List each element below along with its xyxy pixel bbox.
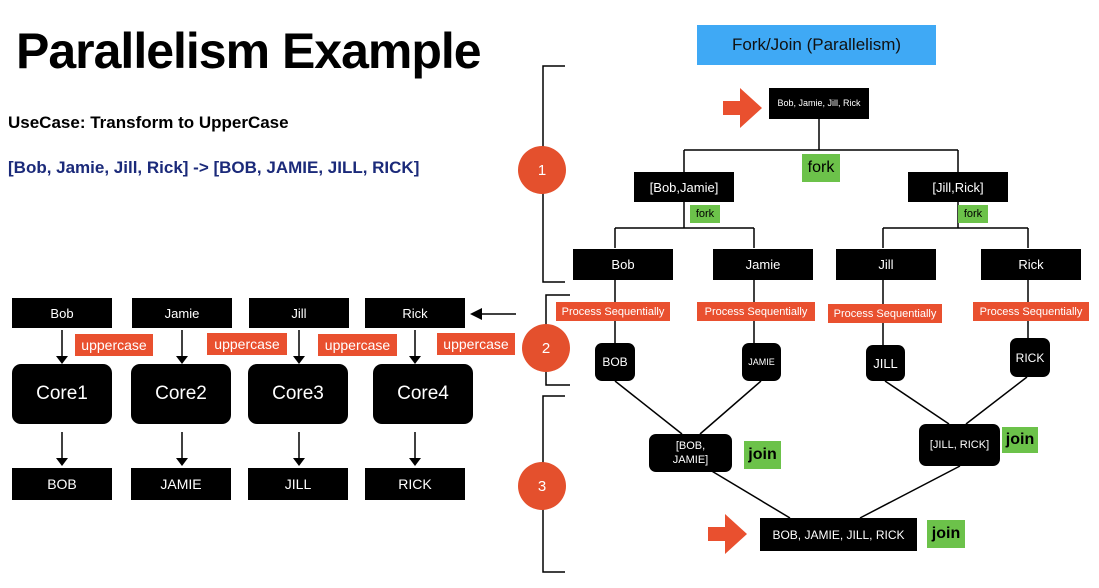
fork-label: fork <box>802 154 840 182</box>
fork-label: fork <box>958 205 988 223</box>
join-label: join <box>1002 427 1038 453</box>
uppercase-label: uppercase <box>318 334 397 356</box>
tree-leaf-bob: Bob <box>573 249 673 280</box>
orange-arrow-icon <box>708 514 747 554</box>
page-title: Parallelism Example <box>16 23 482 79</box>
orange-arrow-icon <box>723 88 762 128</box>
step-1-badge: 1 <box>518 146 566 194</box>
process-sequentially-label: Process Sequentially <box>973 302 1089 321</box>
uppercase-label: uppercase <box>75 334 153 356</box>
join-node-bob-jamie: [BOB, JAMIE] <box>649 434 732 472</box>
output-jill: JILL <box>248 468 348 500</box>
forkjoin-header: Fork/Join (Parallelism) <box>697 25 936 65</box>
result-bob: BOB <box>595 343 635 381</box>
fork-label: fork <box>690 205 720 223</box>
core1: Core1 <box>12 364 112 424</box>
input-jamie: Jamie <box>132 298 232 328</box>
output-rick: RICK <box>365 468 465 500</box>
tree-mid-bob-jamie: [Bob,Jamie] <box>634 172 734 202</box>
tree-mid-jill-rick: [Jill,Rick] <box>908 172 1008 202</box>
tree-leaf-jill: Jill <box>836 249 936 280</box>
usecase-text: UseCase: Transform to UpperCase <box>8 113 289 132</box>
input-bob: Bob <box>12 298 112 328</box>
tree-root: Bob, Jamie, Jill, Rick <box>769 88 869 119</box>
core3: Core3 <box>248 364 348 424</box>
step-3-badge: 3 <box>518 462 566 510</box>
result-jill: JILL <box>866 345 905 381</box>
uppercase-label: uppercase <box>437 333 515 355</box>
mapping-text: [Bob, Jamie, Jill, Rick] -> [BOB, JAMIE,… <box>8 158 420 177</box>
join-label: join <box>927 520 965 548</box>
output-jamie: JAMIE <box>131 468 231 500</box>
join-node-jill-rick: [JILL, RICK] <box>919 424 1000 466</box>
core4: Core4 <box>373 364 473 424</box>
output-bob: BOB <box>12 468 112 500</box>
result-jamie: JAMIE <box>742 343 781 381</box>
process-sequentially-label: Process Sequentially <box>697 302 815 321</box>
input-jill: Jill <box>249 298 349 328</box>
tree-leaf-jamie: Jamie <box>713 249 813 280</box>
join-label: join <box>744 441 781 469</box>
uppercase-label: uppercase <box>207 333 287 355</box>
process-sequentially-label: Process Sequentially <box>556 302 670 321</box>
final-result: BOB, JAMIE, JILL, RICK <box>760 518 917 551</box>
input-rick: Rick <box>365 298 465 328</box>
result-rick: RICK <box>1010 338 1050 377</box>
process-sequentially-label: Process Sequentially <box>828 304 942 323</box>
core2: Core2 <box>131 364 231 424</box>
step-2-badge: 2 <box>522 324 570 372</box>
tree-leaf-rick: Rick <box>981 249 1081 280</box>
